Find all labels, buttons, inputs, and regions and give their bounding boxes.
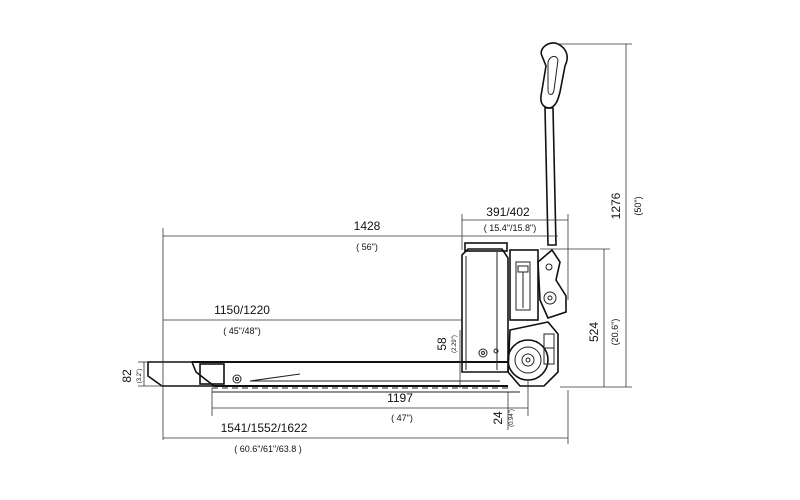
brake-block xyxy=(543,333,555,365)
tiller-shaft xyxy=(544,107,557,246)
body-height-value: 524 xyxy=(587,322,601,342)
wheelbase-inch: ( 47") xyxy=(391,413,413,423)
drive-wheel-rim xyxy=(514,346,542,374)
overall-height-value: 1276 xyxy=(609,192,623,219)
total-length-inch: ( 60.6"/61"/63.8 ) xyxy=(234,444,301,454)
fork-lowered-inch: (2.29") xyxy=(452,335,458,353)
fork-length-value: 1150/1220 xyxy=(214,303,270,317)
fork-raised-value: 82 xyxy=(120,369,134,383)
pump-cap xyxy=(517,265,529,273)
ground-clearance-value: 24 xyxy=(491,411,505,425)
drive-wheel-axle xyxy=(525,357,531,363)
body-indicator xyxy=(493,348,499,354)
handle-offset-inch: ( 15.4"/15.8") xyxy=(484,223,536,233)
dimension-lines xyxy=(138,43,632,444)
fork-tip xyxy=(147,361,217,387)
fork-raised-inch: (3.2") xyxy=(137,369,143,383)
load-roller-housing xyxy=(199,363,225,385)
handle-offset-value: 391/402 xyxy=(486,205,530,219)
fork-length-inch: ( 45"/48") xyxy=(223,326,260,336)
linkage-pin-1 xyxy=(545,263,553,271)
load-roller-hub xyxy=(235,377,239,381)
hydraulic-pump xyxy=(509,249,539,321)
pallet-truck-side-view xyxy=(147,42,568,393)
overall-height-inch: (50") xyxy=(633,196,643,215)
body-height-inch: (20.6") xyxy=(610,319,620,346)
load-roller xyxy=(232,374,242,384)
total-length-value: 1541/1552/1622 xyxy=(221,421,308,435)
body-cover-top xyxy=(464,242,508,252)
tiller-handle xyxy=(540,42,568,109)
linkage-pin-2 xyxy=(543,291,557,305)
handle-grip-slot xyxy=(547,55,559,95)
linkage-pin-3 xyxy=(547,295,553,301)
wheelbase-value: 1197 xyxy=(387,391,413,405)
fork-push-rod xyxy=(249,373,301,382)
top-length-value: 1428 xyxy=(354,219,381,233)
tiller-linkage xyxy=(537,248,567,319)
body-bolt xyxy=(478,348,488,358)
drive-wheel-hub xyxy=(521,353,535,367)
fork-lowered-value: 58 xyxy=(435,337,449,351)
pump-cylinder xyxy=(515,261,531,311)
body-bolt-inner xyxy=(481,351,485,355)
drive-wheel xyxy=(507,339,549,381)
dimension-labels: 1276 (50") 391/402 ( 15.4"/15.8") 1428 (… xyxy=(120,192,643,454)
drive-wheel-guard xyxy=(507,321,559,387)
chassis-body xyxy=(461,248,509,373)
top-length-inch: ( 56") xyxy=(356,242,378,252)
ground-clearance-inch: (0.94") xyxy=(509,409,515,427)
